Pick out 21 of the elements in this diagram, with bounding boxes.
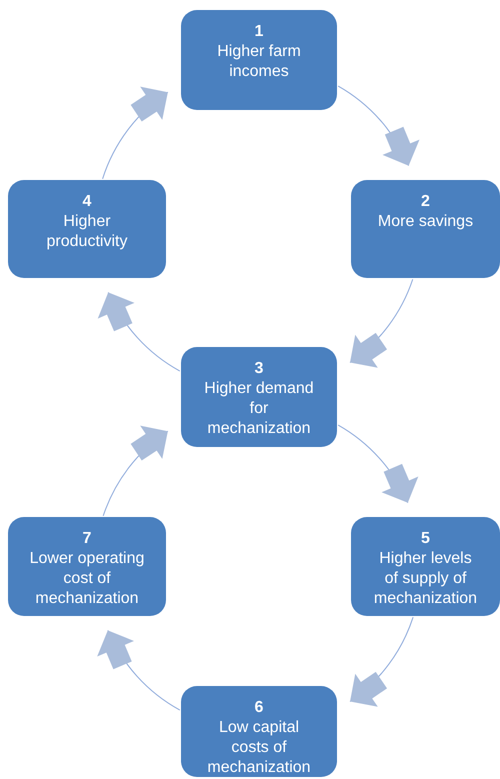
step-label: Higher demand for mechanization: [203, 379, 315, 439]
process-box: [8, 180, 166, 278]
step-number: 6: [254, 698, 264, 718]
step-number: 2: [421, 192, 430, 212]
step-number: 5: [421, 529, 430, 549]
step-number: 3: [254, 359, 264, 379]
step-label: Low capital costs of mechanization: [206, 718, 312, 778]
step-number: 7: [82, 529, 92, 549]
step-label: Higher levels of supply of mechanization: [372, 549, 478, 609]
step-number: 1: [254, 22, 264, 42]
process-box: [351, 517, 500, 616]
process-box: [8, 517, 166, 616]
process-box: [181, 347, 337, 447]
step-label: Higher productivity: [46, 212, 128, 252]
step-label: Lower operating cost of mechanization: [28, 549, 146, 609]
process-box: [181, 686, 337, 777]
step-label: Higher farm incomes: [216, 42, 302, 82]
step-number: 4: [82, 192, 92, 212]
process-box: [351, 180, 500, 278]
step-label: More savings: [378, 212, 474, 232]
process-box: [181, 10, 337, 110]
